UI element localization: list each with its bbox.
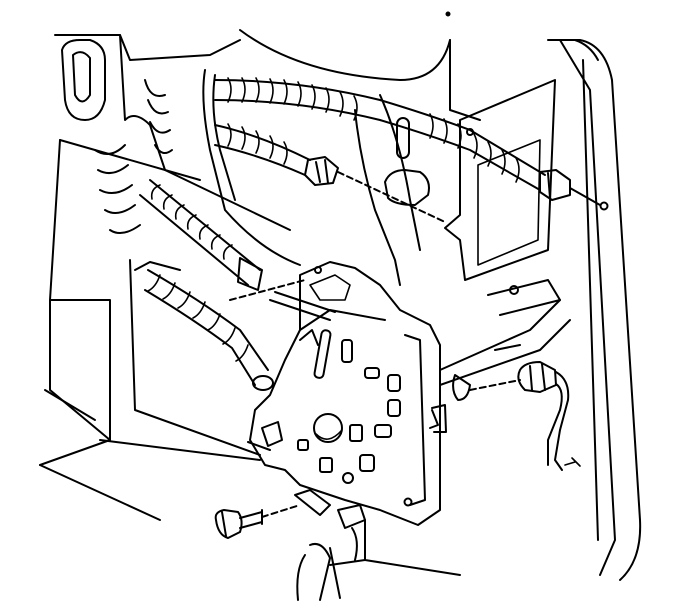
wiring-harness bbox=[547, 371, 581, 471]
mounting-bolt bbox=[214, 504, 301, 539]
electrical-connector bbox=[517, 361, 557, 393]
upper-cable-conduit bbox=[214, 77, 546, 191]
lower-latch-parts bbox=[294, 489, 366, 601]
rear-cable-conduit bbox=[539, 169, 609, 211]
stray-mark bbox=[445, 11, 451, 17]
middle-cable-conduit bbox=[214, 123, 311, 176]
rail-slots bbox=[384, 117, 430, 206]
lower-cable-conduit bbox=[144, 269, 274, 391]
door-inner-panel bbox=[39, 29, 481, 576]
cable-end-fitting bbox=[304, 156, 446, 223]
regulator-guide-bar bbox=[229, 257, 336, 346]
plate-edge-tab bbox=[431, 404, 447, 433]
upper-mounting-bracket bbox=[444, 79, 561, 316]
regulator-lift-arm bbox=[439, 299, 571, 401]
left-cable-conduit bbox=[94, 79, 261, 286]
window-regulator-plate bbox=[247, 261, 441, 526]
door-frame-rail bbox=[202, 69, 421, 286]
door-hinge-pillar bbox=[547, 39, 642, 581]
